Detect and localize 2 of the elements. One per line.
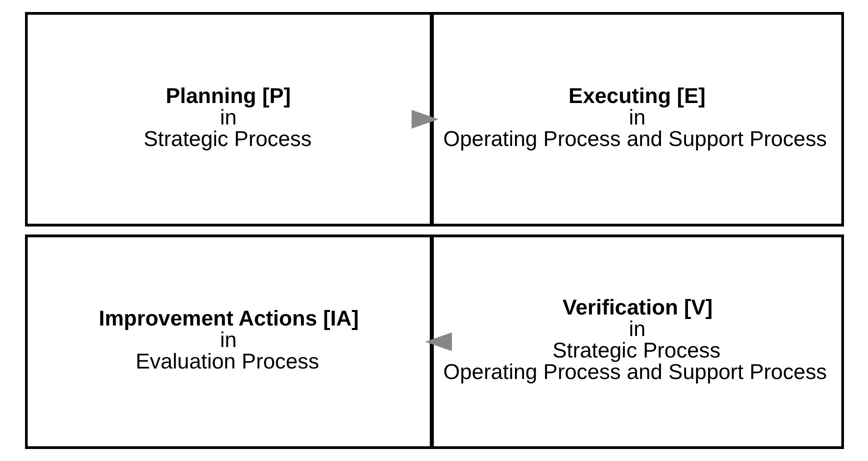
arrow (424, 332, 452, 352)
arrow (411, 110, 438, 129)
